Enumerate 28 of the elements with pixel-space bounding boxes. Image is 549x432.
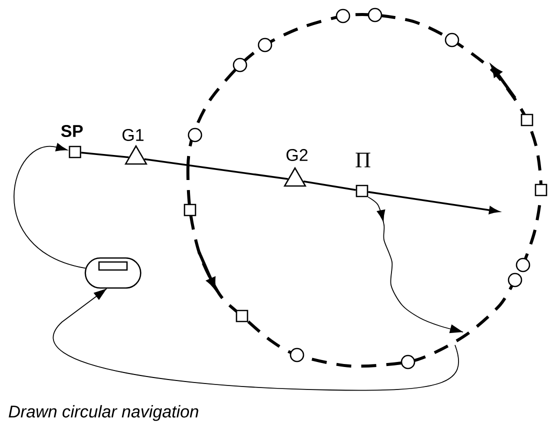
square-marker (356, 184, 368, 198)
caption: Drawn circular navigation (8, 405, 198, 421)
square-marker (520, 114, 534, 126)
line (144, 158, 288, 180)
square-marker (534, 184, 548, 196)
waypoint-circle (444, 32, 460, 48)
waypoint-circle (516, 258, 530, 272)
marker-label: G2 (286, 148, 308, 162)
waypoint-circle (368, 8, 382, 22)
arrow (368, 191, 499, 214)
marker-label: Π (356, 152, 370, 168)
marker-label: SP (61, 124, 83, 138)
waypoint-circle (290, 348, 304, 362)
square-marker (68, 146, 82, 158)
arrow (14, 143, 86, 269)
arrow (368, 196, 464, 334)
line (303, 180, 356, 191)
square-marker (236, 310, 248, 322)
square-marker (184, 204, 196, 216)
line (81, 152, 129, 158)
marker-label: G1 (122, 128, 144, 142)
waypoint-circle (508, 272, 522, 288)
waypoint-circle (188, 128, 202, 142)
waypoint-circle (400, 354, 416, 370)
waypoint-circle (336, 8, 350, 24)
waypoint-circle (232, 58, 248, 72)
arrow (53, 288, 460, 391)
waypoint-circle (258, 38, 272, 52)
